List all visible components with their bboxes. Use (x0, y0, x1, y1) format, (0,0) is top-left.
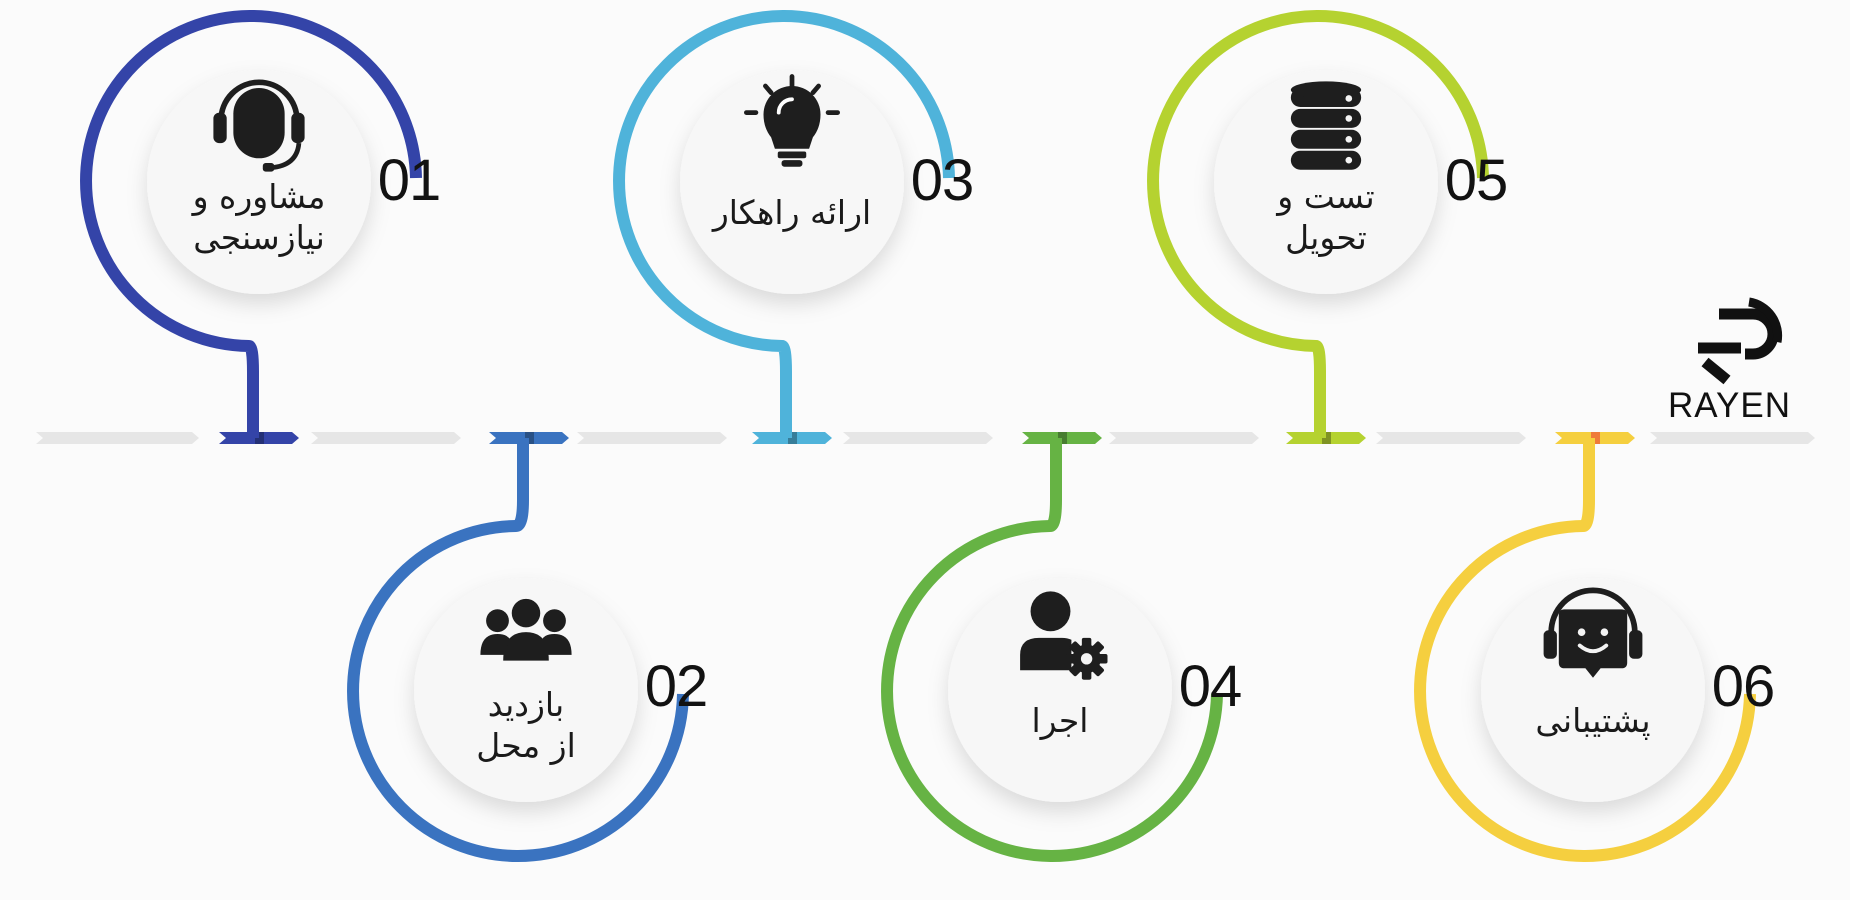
step-number: 06 (1711, 654, 1776, 719)
timeline-track (36, 432, 1815, 444)
step-02-connector-arc (347, 438, 689, 862)
step-label-line: نیازسنجی (193, 218, 325, 258)
steps-graphics (80, 10, 1756, 862)
step-06-connector-arc (1414, 438, 1756, 862)
step-06-disk (1481, 578, 1705, 802)
step-label: اجرا (955, 700, 1165, 741)
step-02 (347, 432, 689, 862)
step-marker-band (1322, 432, 1331, 444)
timeline-track-segment (36, 432, 199, 444)
timeline-track-segment (577, 432, 727, 444)
step-number: 04 (1178, 654, 1243, 719)
step-number: 03 (910, 148, 975, 213)
step-marker-band (788, 432, 797, 444)
step-label-line: تحویل (1285, 218, 1367, 258)
lightbulb-icon (744, 74, 840, 167)
step-04-connector-arc (881, 438, 1223, 862)
timeline-track-segment (311, 432, 461, 444)
step-05-connector-arc (1147, 10, 1489, 438)
step-02-disk (414, 578, 638, 802)
timeline-track-segment (843, 432, 993, 444)
timeline-track-segment (1376, 432, 1526, 444)
headset-icon (213, 79, 305, 172)
step-04 (881, 432, 1223, 862)
step-01-disk (147, 70, 371, 294)
support-agent-icon (1543, 587, 1643, 678)
step-label: پشتیبانی (1488, 700, 1698, 741)
step-01-connector-arc (80, 10, 422, 438)
step-label-line: بازدید (487, 685, 565, 724)
step-number: 05 (1444, 148, 1509, 213)
step-marker-band (1591, 432, 1600, 444)
step-label-line: ارائه راهکار (712, 193, 872, 232)
step-marker-band (525, 432, 534, 444)
step-marker-band (255, 432, 264, 444)
step-05-disk (1214, 70, 1438, 294)
step-label-line: از محل (476, 726, 576, 766)
step-04-disk (948, 578, 1172, 802)
step-label-line: پشتیبانی (1535, 701, 1651, 740)
step-01 (80, 10, 422, 444)
step-label: ارائه راهکار (687, 192, 897, 233)
timeline-track-segment (1109, 432, 1259, 444)
step-03-disk (680, 70, 904, 294)
step-label-line: تست و (1277, 177, 1375, 216)
step-label-line: اجرا (1031, 701, 1089, 740)
timeline-track-segment (1650, 432, 1815, 444)
step-marker-band (1058, 432, 1067, 444)
users-group-icon (480, 598, 572, 661)
database-icon (1290, 81, 1362, 170)
rayen-logo-mark (1698, 297, 1783, 385)
step-label-line: مشاوره و (192, 177, 326, 216)
step-03 (613, 10, 955, 444)
step-03-connector-arc (613, 10, 955, 438)
step-number: 02 (644, 654, 709, 719)
logo-text: RAYEN (1668, 386, 1791, 425)
step-05 (1147, 10, 1489, 444)
step-number: 01 (377, 148, 442, 213)
step-06 (1414, 432, 1756, 862)
user-gear-icon (1020, 591, 1108, 680)
